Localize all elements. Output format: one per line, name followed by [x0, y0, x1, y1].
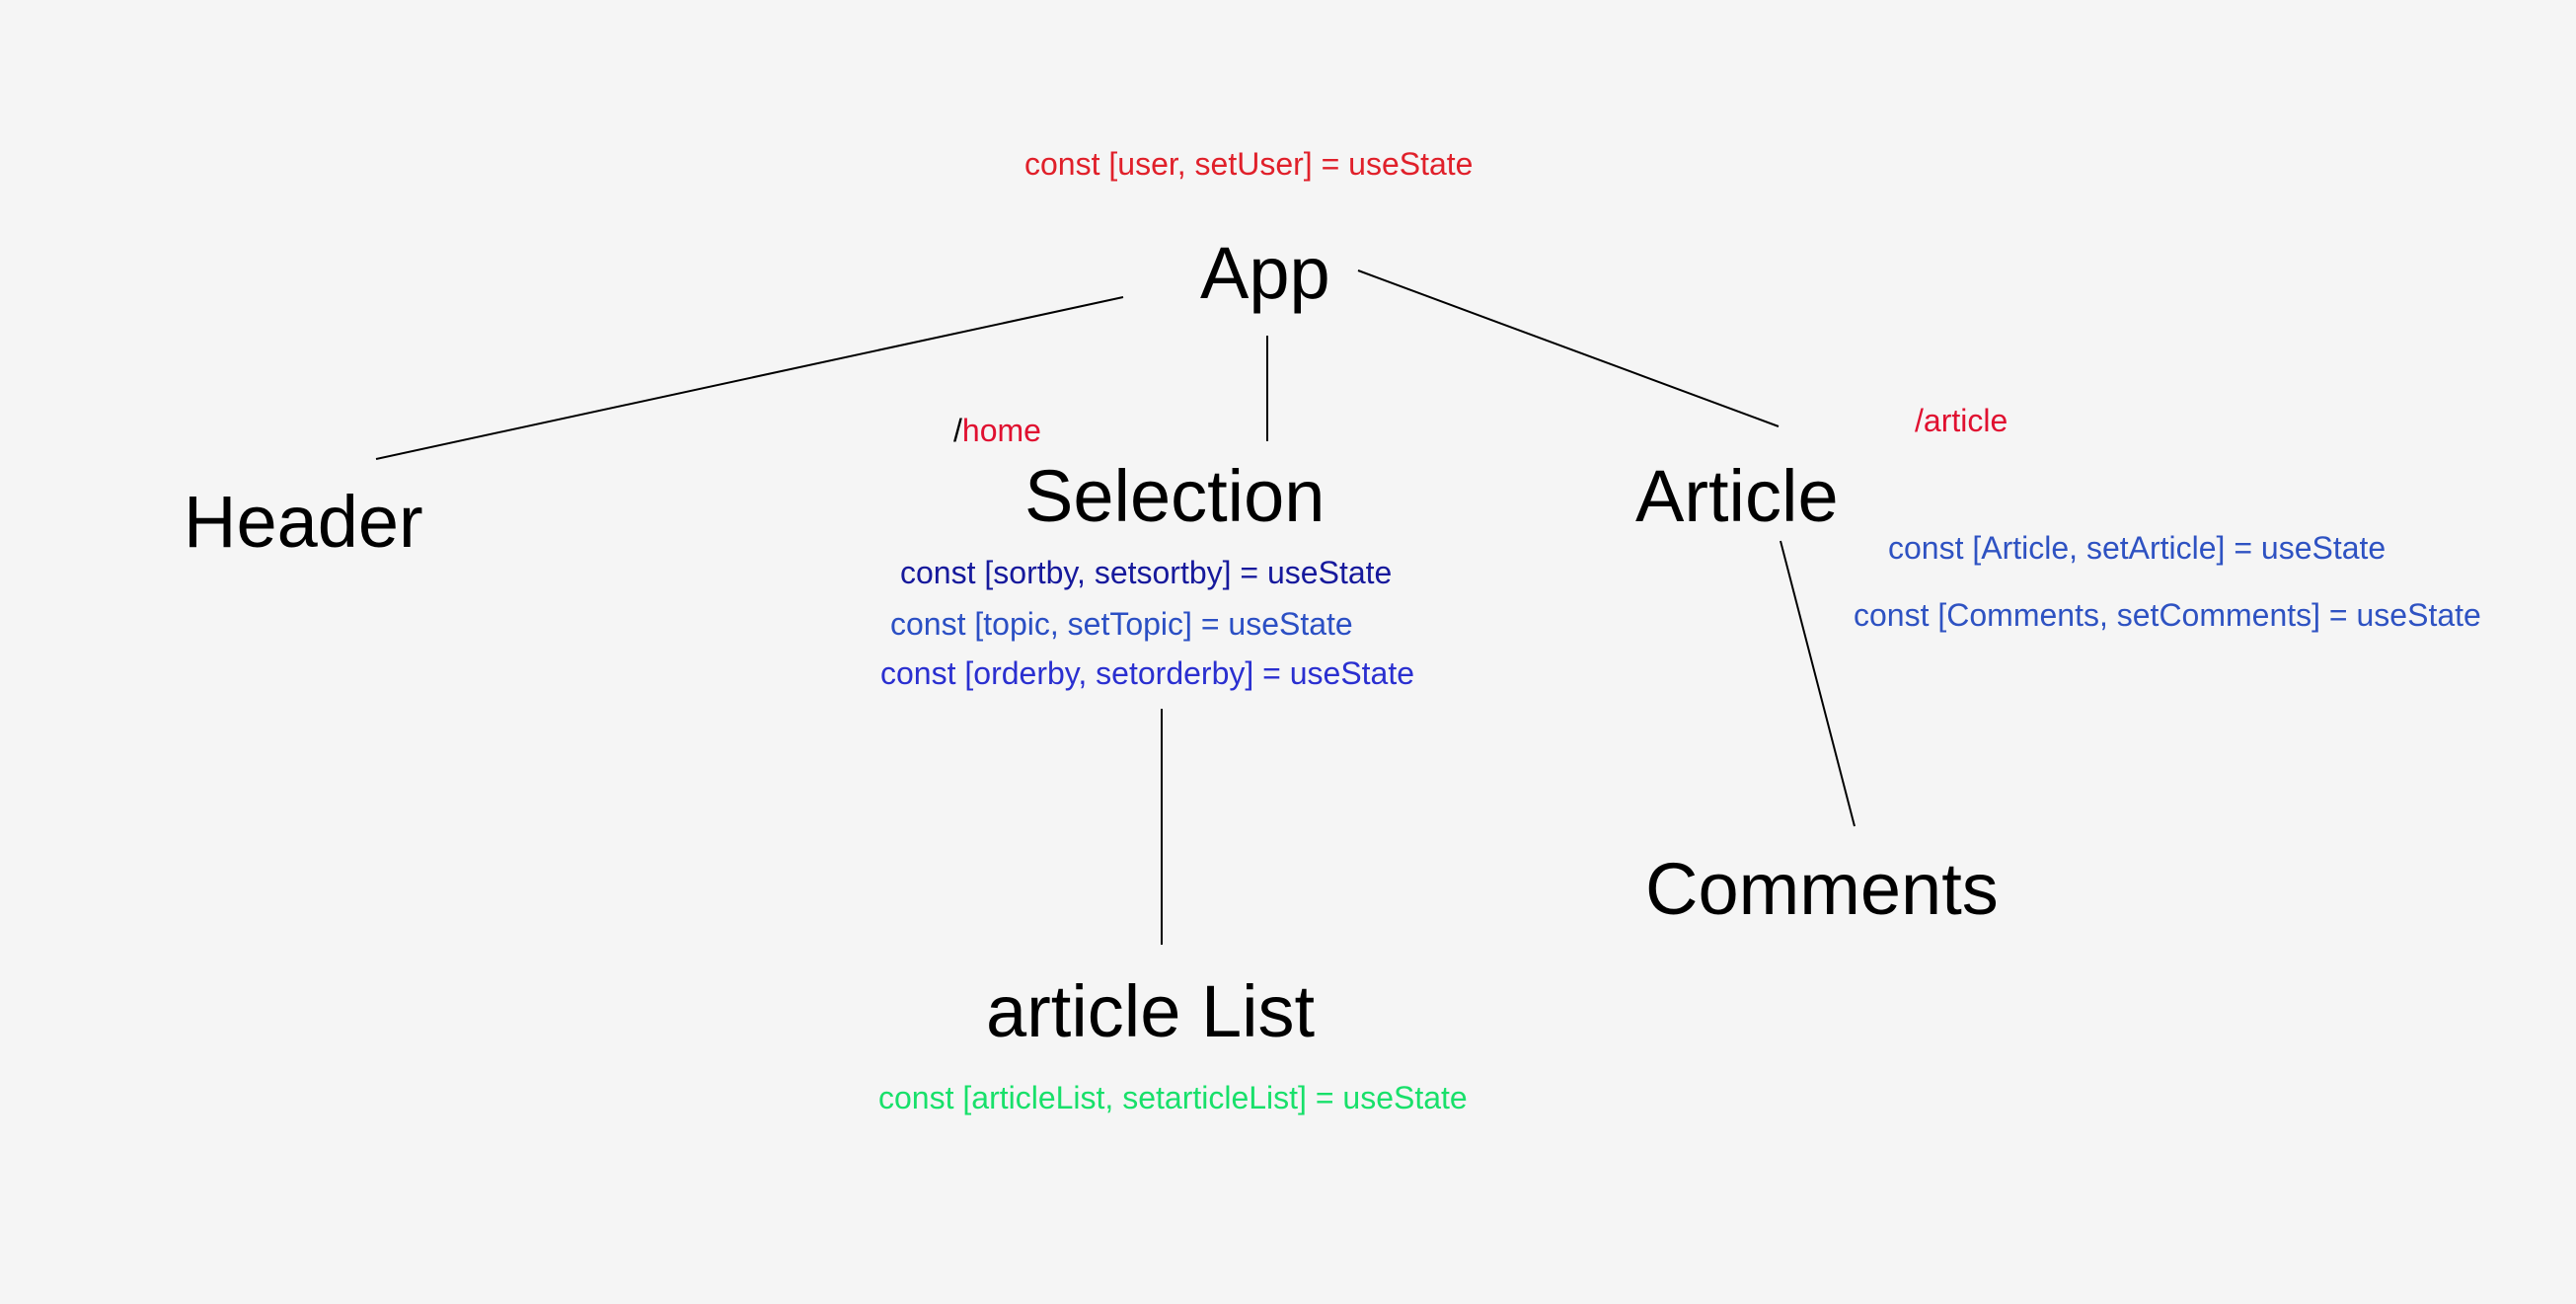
edge-article-comments — [1780, 540, 1856, 827]
node-comments: Comments — [1645, 848, 1999, 930]
article-list-state: const [articleList, setarticleList] = us… — [878, 1080, 1468, 1115]
node-app: App — [1200, 232, 1330, 314]
edge-app-article — [1357, 269, 1780, 427]
route-home-slash: / — [953, 413, 962, 448]
selection-orderby-state: const [orderby, setorderby] = useState — [880, 655, 1415, 691]
article-article-state: const [Article, setArticle] = useState — [1888, 530, 2387, 566]
app-user-state: const [user, setUser] = useState — [1024, 146, 1474, 182]
node-article-list: article List — [986, 970, 1316, 1052]
article-comments-state: const [Comments, setComments] = useState — [1854, 597, 2481, 633]
selection-topic-state: const [topic, setTopic] = useState — [890, 606, 1353, 642]
node-selection: Selection — [1024, 455, 1326, 537]
selection-sortby-state: const [sortby, setsortby] = useState — [900, 555, 1393, 590]
route-home: /home — [953, 415, 1041, 446]
edge-app-header — [375, 296, 1124, 460]
node-header: Header — [184, 481, 423, 563]
route-article: /article — [1915, 403, 2008, 438]
route-home-text: home — [961, 413, 1041, 448]
node-article: Article — [1635, 455, 1839, 537]
